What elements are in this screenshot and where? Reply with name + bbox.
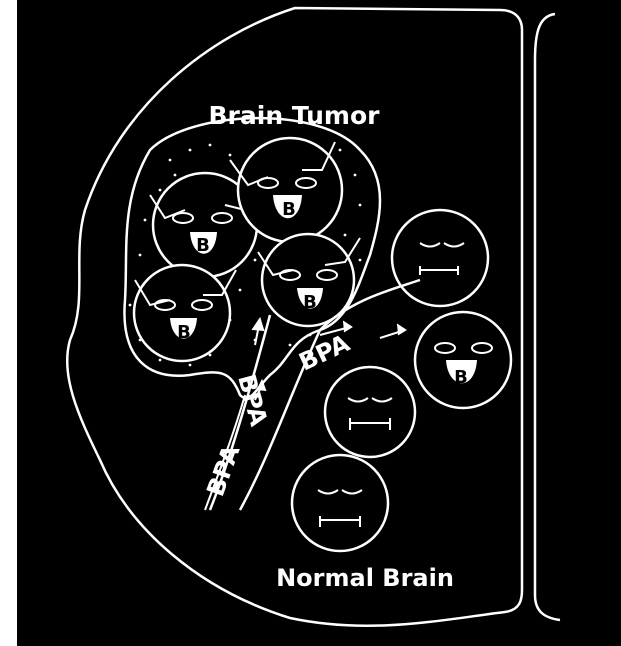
tumor-cell (238, 138, 342, 242)
label-normal-brain: Normal Brain (276, 564, 454, 592)
boron-label: B (454, 367, 468, 388)
boron-label: B (303, 292, 317, 313)
label-brain-tumor: Brain Tumor (209, 101, 381, 130)
boron-label: B (177, 322, 191, 343)
boron-label: B (196, 235, 210, 256)
normal-cell (325, 367, 415, 457)
tumor-cell (134, 265, 230, 361)
normal-cell (392, 210, 488, 306)
boron-label: B (282, 199, 296, 220)
normal-cell (292, 455, 388, 551)
